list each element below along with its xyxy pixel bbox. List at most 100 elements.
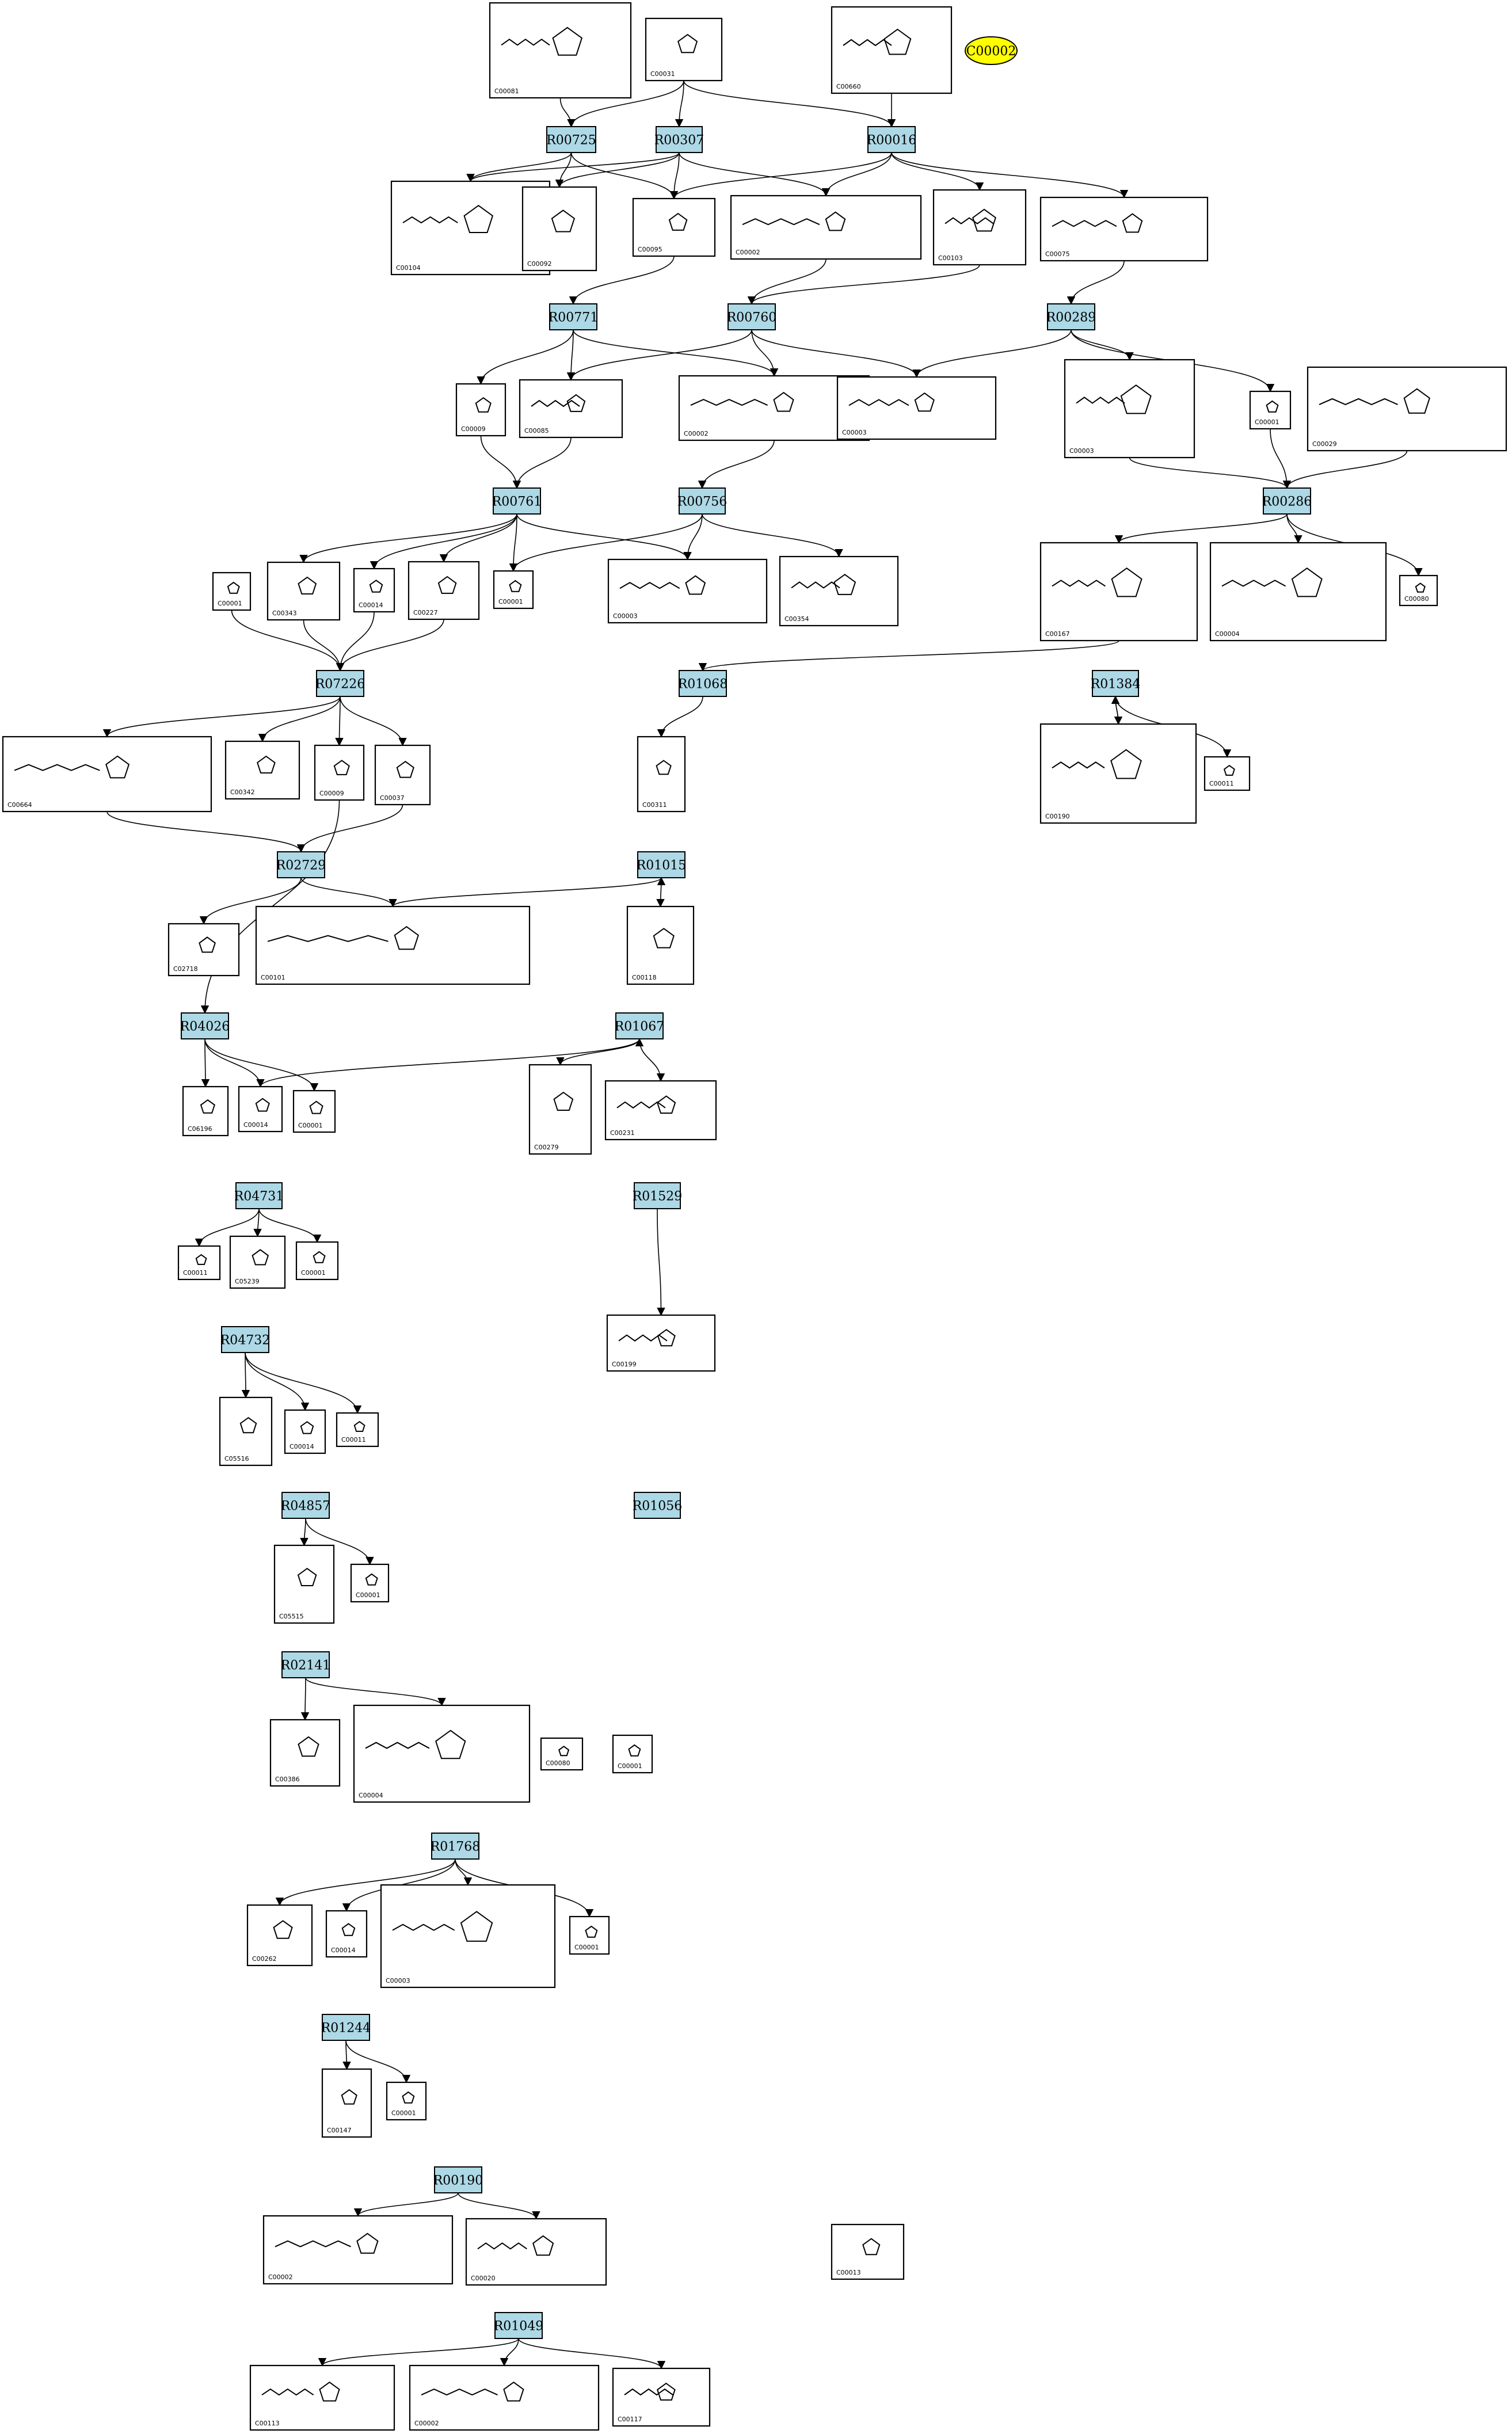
compound-box[interactable] <box>489 2 632 99</box>
compound-node[interactable]: C00227 <box>407 561 480 620</box>
orphan-compound-oval[interactable] <box>965 36 1018 65</box>
compound-node[interactable]: C00386 <box>269 1719 341 1787</box>
reaction-node[interactable]: R01056 <box>633 1492 683 1519</box>
compound-box[interactable] <box>266 561 341 621</box>
reaction-node[interactable]: R07226 <box>315 670 365 697</box>
compound-node[interactable]: C00003 <box>607 558 768 624</box>
reaction-box[interactable] <box>1092 670 1139 697</box>
reaction-box[interactable] <box>679 670 727 697</box>
compound-node[interactable]: C00001 <box>292 1090 336 1133</box>
compound-node[interactable]: C00003 <box>836 376 997 440</box>
compound-box[interactable] <box>167 923 240 977</box>
compound-box[interactable] <box>1064 359 1195 459</box>
compound-node[interactable]: C06196 <box>182 1085 229 1137</box>
compound-box[interactable] <box>604 1080 717 1141</box>
reaction-box[interactable] <box>679 487 726 515</box>
compound-box[interactable] <box>493 570 534 610</box>
compound-node[interactable]: C00354 <box>779 555 899 627</box>
reaction-node[interactable]: R00761 <box>492 487 542 515</box>
reaction-box[interactable] <box>434 2166 482 2193</box>
compound-box[interactable] <box>2 736 212 813</box>
compound-node[interactable]: C00311 <box>637 736 686 813</box>
compound-box[interactable] <box>255 905 531 985</box>
compound-box[interactable] <box>1307 366 1507 452</box>
compound-box[interactable] <box>540 1737 584 1771</box>
reaction-node[interactable]: R01384 <box>1091 670 1141 697</box>
compound-node[interactable]: C00167 <box>1039 542 1198 642</box>
compound-box[interactable] <box>632 197 716 257</box>
reaction-box[interactable] <box>277 851 325 878</box>
compound-box[interactable] <box>386 2081 427 2121</box>
reaction-box[interactable] <box>1263 487 1311 515</box>
compound-box[interactable] <box>932 189 1027 266</box>
compound-node[interactable]: C00029 <box>1307 366 1507 452</box>
reaction-node[interactable]: R04026 <box>180 1012 230 1039</box>
compound-box[interactable] <box>182 1085 229 1137</box>
reaction-box[interactable] <box>656 126 703 153</box>
reaction-node[interactable]: R02141 <box>281 1651 331 1678</box>
compound-box[interactable] <box>246 1904 313 1967</box>
compound-node[interactable]: C00003 <box>380 1884 556 1989</box>
compound-node[interactable]: C00343 <box>266 561 341 621</box>
compound-node[interactable]: C00001 <box>612 1734 653 1774</box>
compound-node[interactable]: C00660 <box>831 6 953 94</box>
compound-box[interactable] <box>831 6 953 94</box>
reaction-node[interactable]: R01244 <box>321 2014 371 2041</box>
reaction-node[interactable]: R00771 <box>549 303 599 330</box>
compound-node[interactable]: C00199 <box>606 1314 716 1372</box>
compound-box[interactable] <box>455 383 506 437</box>
reaction-node[interactable]: R00756 <box>677 487 728 515</box>
reaction-node[interactable]: R04857 <box>281 1492 331 1519</box>
reaction-node[interactable]: R01015 <box>637 851 687 878</box>
reaction-box[interactable] <box>221 1326 269 1353</box>
compound-box[interactable] <box>1039 196 1209 262</box>
reaction-box[interactable] <box>634 1492 681 1519</box>
reaction-node[interactable]: R00286 <box>1262 487 1312 515</box>
compound-node[interactable]: C00014 <box>325 1910 368 1958</box>
compound-box[interactable] <box>1249 390 1292 430</box>
reaction-box[interactable] <box>431 1833 479 1860</box>
reaction-node[interactable]: R00307 <box>654 126 704 153</box>
compound-node[interactable]: C00342 <box>224 740 300 800</box>
compound-box[interactable] <box>409 2364 600 2431</box>
compound-box[interactable] <box>336 1412 379 1448</box>
compound-box[interactable] <box>273 1544 335 1624</box>
reaction-node[interactable]: R00725 <box>546 126 596 153</box>
compound-box[interactable] <box>519 379 623 439</box>
compound-box[interactable] <box>353 1704 531 1803</box>
compound-node[interactable]: C00080 <box>540 1737 584 1771</box>
reaction-box[interactable] <box>235 1182 283 1209</box>
compound-node[interactable]: C00117 <box>612 2367 711 2427</box>
compound-node[interactable]: C00147 <box>321 2068 372 2138</box>
compound-node[interactable]: C00001 <box>493 570 534 610</box>
compound-node[interactable]: C00011 <box>1203 756 1251 791</box>
reaction-node[interactable]: R01049 <box>494 2312 544 2339</box>
compound-node[interactable]: C00009 <box>455 383 506 437</box>
compound-box[interactable] <box>730 195 922 260</box>
compound-node[interactable]: C00020 <box>465 2218 607 2286</box>
reaction-node[interactable]: R02729 <box>276 851 326 878</box>
compound-box[interactable] <box>212 572 252 611</box>
compound-box[interactable] <box>626 905 695 985</box>
reaction-box[interactable] <box>322 2014 370 2041</box>
compound-node[interactable]: C00001 <box>295 1241 339 1281</box>
compound-box[interactable] <box>292 1090 336 1133</box>
compound-node[interactable]: C00081 <box>489 2 632 99</box>
reaction-box[interactable] <box>281 1492 330 1519</box>
compound-box[interactable] <box>325 1910 368 1958</box>
compound-node[interactable]: C02718 <box>167 923 240 977</box>
reaction-box[interactable] <box>494 2312 543 2339</box>
compound-node[interactable]: C00092 <box>521 186 597 272</box>
compound-node[interactable]: C00001 <box>1249 390 1292 430</box>
compound-box[interactable] <box>238 1085 283 1133</box>
reaction-box[interactable] <box>493 487 541 515</box>
compound-box[interactable] <box>353 567 395 613</box>
compound-node[interactable]: C00001 <box>569 1915 610 1955</box>
compound-node[interactable]: C05516 <box>219 1396 273 1467</box>
compound-box[interactable] <box>269 1719 341 1787</box>
compound-box[interactable] <box>836 376 997 440</box>
compound-box[interactable] <box>407 561 480 620</box>
compound-node[interactable]: C00001 <box>386 2081 427 2121</box>
reaction-box[interactable] <box>867 126 916 153</box>
compound-box[interactable] <box>314 744 365 801</box>
